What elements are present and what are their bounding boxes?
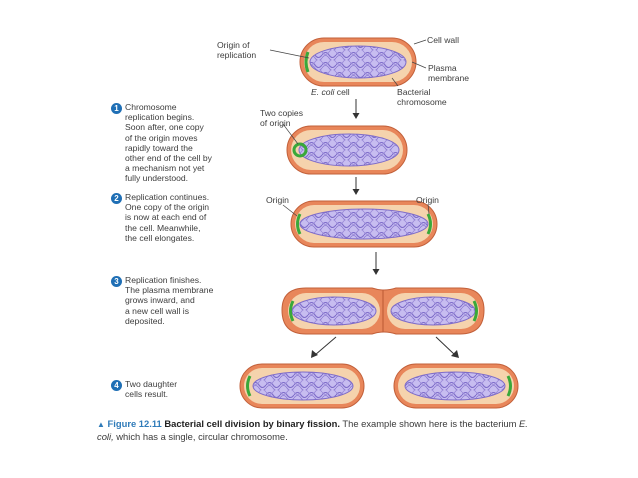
step-1-badge: 1: [111, 103, 122, 114]
origin-right-label: Origin: [416, 195, 439, 205]
step-2-badge: 2: [111, 193, 122, 204]
cell-step-2: [290, 200, 438, 248]
ecoli-cell-label: E. coli cell: [311, 87, 350, 97]
caption-ecoli: E. coli,: [97, 418, 528, 442]
two-copies-label: Two copies of origin: [260, 108, 303, 128]
caption-triangle-icon: ▲: [97, 420, 105, 429]
ecoli-italic: E. coli: [311, 87, 335, 97]
daughter-cell-left: [239, 363, 365, 409]
origin-left-label: Origin: [266, 195, 289, 205]
cell-wall-label: Cell wall: [427, 35, 459, 45]
figure-caption: ▲ Figure 12.11 Bacterial cell division b…: [97, 418, 537, 442]
figure-number: Figure 12.11: [107, 418, 162, 429]
bacterial-chromosome-label: Bacterial chromosome: [397, 87, 447, 107]
leader-lines: [269, 39, 430, 217]
step-3-text: Replication finishes.The plasma membrane…: [125, 275, 214, 326]
cell-step-1: [286, 125, 408, 175]
ecoli-cell-initial: [299, 37, 417, 87]
daughter-cell-right: [393, 363, 519, 409]
step-2-text: Replication continues.One copy of the or…: [125, 192, 210, 243]
step-3-badge: 3: [111, 276, 122, 287]
process-arrows: [311, 99, 459, 358]
figure-title: Bacterial cell division by binary fissio…: [164, 418, 340, 429]
plasma-membrane-label: Plasma membrane: [428, 63, 470, 83]
cell-step-3: [281, 287, 485, 335]
step-4-badge: 4: [111, 380, 122, 391]
caption-text-a: The example shown here is the bacterium: [342, 418, 517, 429]
origin-of-replication-label: Origin of replication: [217, 40, 257, 60]
ecoli-cell-word: cell: [336, 87, 350, 97]
caption-text-b: which has a single, circular chromosome.: [116, 430, 288, 442]
